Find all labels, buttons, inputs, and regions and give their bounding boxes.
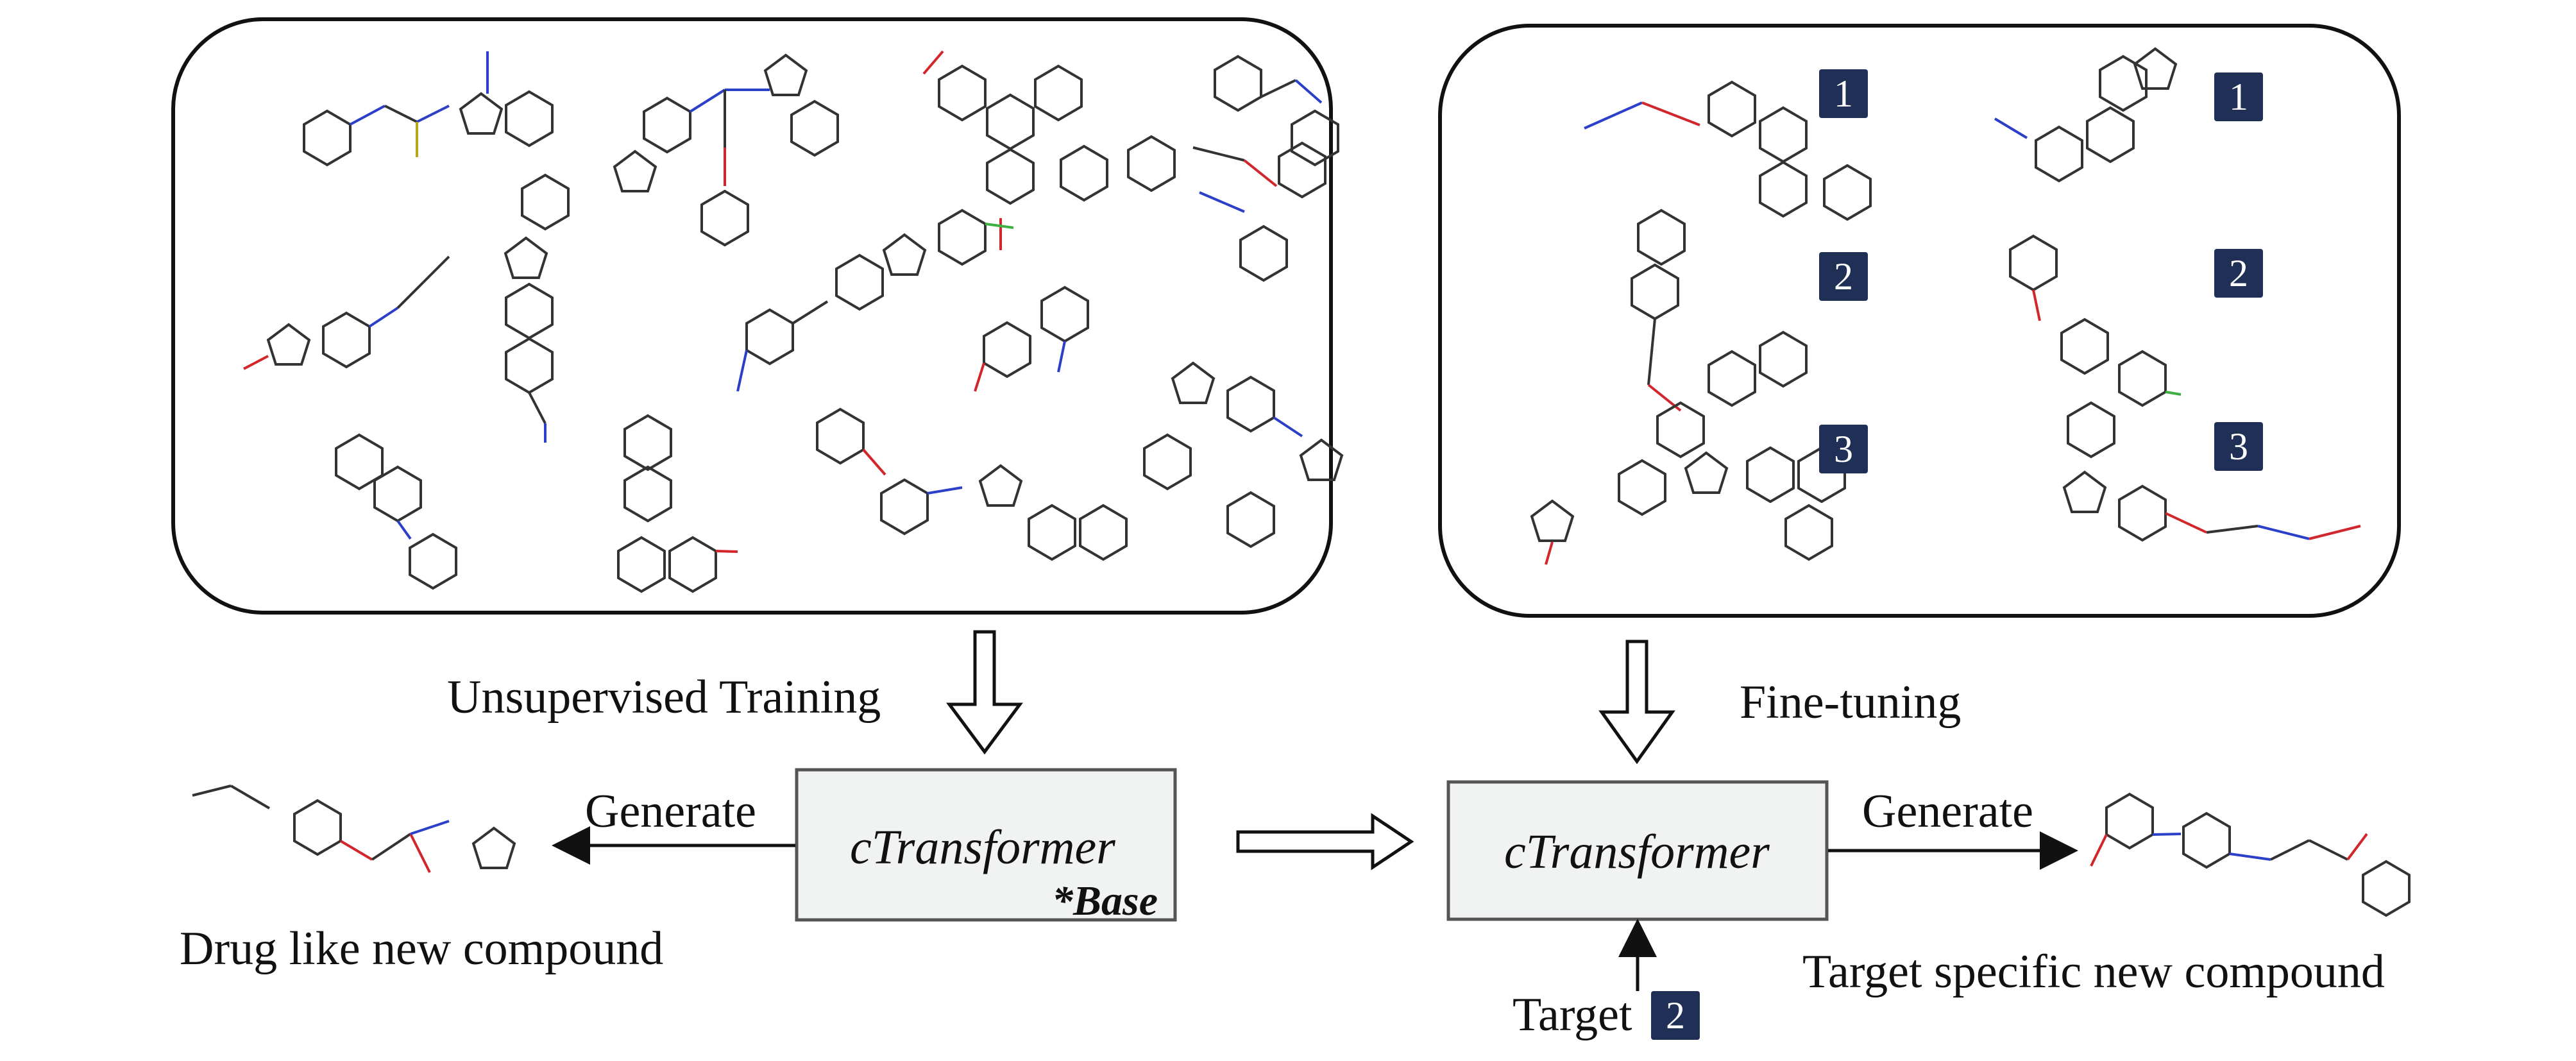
base-model-tag: *Base xyxy=(1052,878,1158,924)
finetune-down-arrow xyxy=(1598,640,1675,765)
transfer-right-arrow xyxy=(1236,813,1414,870)
pretraining-dataset-panel xyxy=(171,17,1333,615)
badge-3-left: 3 xyxy=(1819,425,1868,473)
pretraining-molecule-9 xyxy=(335,434,457,590)
drug-like-compound-label: Drug like new compound xyxy=(180,922,664,975)
finetuning-molecule-3b xyxy=(2063,402,2361,541)
badge-1-right: 1 xyxy=(2214,72,2263,121)
finetuning-molecule-3a xyxy=(1530,446,1846,565)
badge-1-left: 1 xyxy=(1819,69,1868,118)
pretraining-molecule-10 xyxy=(617,414,738,593)
finetuned-model-box xyxy=(1446,780,1829,921)
finetuning-molecule-2a xyxy=(1631,209,1808,458)
finetuned-model-name: cTransformer xyxy=(1504,825,1770,879)
fine-tuning-label: Fine-tuning xyxy=(1740,676,1962,729)
base-model-box xyxy=(795,768,1177,922)
pretraining-molecule-5 xyxy=(504,174,570,443)
finetuning-molecule-1a xyxy=(1584,81,1872,221)
pretraining-molecule-6 xyxy=(243,255,450,370)
target-badge: 2 xyxy=(1651,991,1700,1040)
generate-left-label: Generate xyxy=(585,785,757,838)
target-specific-compound-label: Target specific new compound xyxy=(1802,946,2385,998)
finetuning-molecule-2b xyxy=(2009,235,2182,407)
finetuning-dataset-panel xyxy=(1438,24,2401,618)
pretraining-molecule-3 xyxy=(922,50,1288,282)
pretraining-molecule-8 xyxy=(974,286,1089,392)
finetuning-molecule-1b xyxy=(1994,47,2177,182)
pretraining-molecule-4 xyxy=(1214,55,1339,198)
pretraining-molecule-2 xyxy=(613,54,839,246)
drug-like-compound-structure xyxy=(192,785,516,873)
pretraining-molecule-7 xyxy=(736,209,1014,392)
pretraining-molecule-11 xyxy=(816,408,1128,561)
unsupervised-training-label: Unsupervised Training xyxy=(447,671,881,724)
pretrain-down-arrow xyxy=(946,630,1023,755)
pretraining-molecule-1 xyxy=(303,51,554,166)
base-model-name: cTransformer xyxy=(850,820,1115,874)
target-label: Target xyxy=(1513,989,1632,1041)
badge-3-right: 3 xyxy=(2214,422,2263,471)
pretraining-molecule-12 xyxy=(1143,362,1343,548)
target-specific-compound-structure xyxy=(2090,793,2411,917)
badge-2-left: 2 xyxy=(1819,252,1868,301)
generate-right-label: Generate xyxy=(1862,785,2034,838)
badge-2-right: 2 xyxy=(2214,249,2263,298)
